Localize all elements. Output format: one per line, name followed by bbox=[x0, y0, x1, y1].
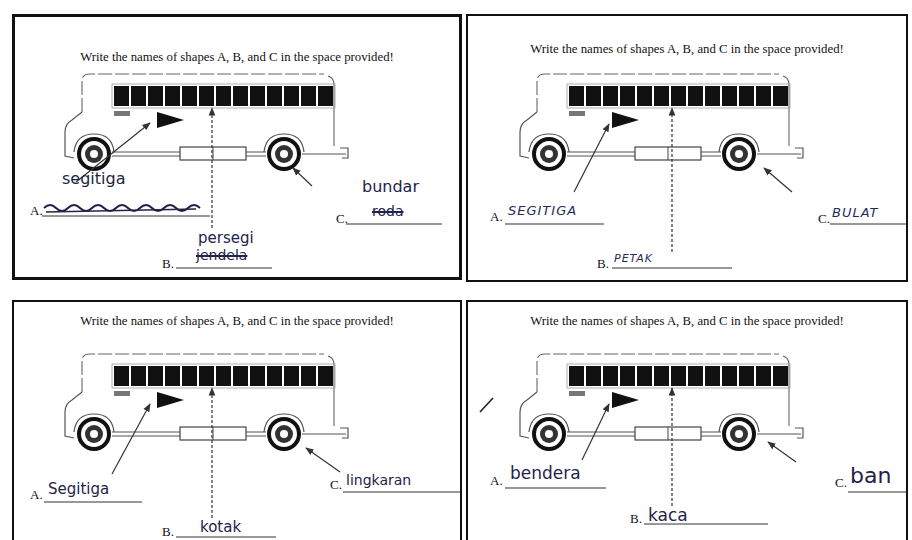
answer-letter: A. bbox=[30, 204, 43, 218]
answer-letter: A. bbox=[490, 474, 503, 488]
handwritten-answer: persegi bbox=[198, 230, 254, 247]
worksheet-panel: Write the names of shapes A, B, and C in… bbox=[12, 300, 462, 540]
crossed-out-answer: roda bbox=[372, 204, 403, 219]
handwritten-answer: SEGITIGA bbox=[508, 204, 577, 218]
crossed-out-answer: jendela bbox=[196, 248, 247, 263]
instruction-heading: Write the names of shapes A, B, and C in… bbox=[468, 314, 906, 328]
handwritten-answer: lingkaran bbox=[346, 473, 411, 488]
handwritten-answer: BULAT bbox=[832, 206, 879, 220]
answer-letter: B. bbox=[162, 257, 174, 271]
answer-letter: C. bbox=[330, 478, 342, 492]
answer-letter: B. bbox=[597, 257, 609, 271]
handwritten-answer: kotak bbox=[200, 519, 241, 536]
instruction-heading: Write the names of shapes A, B, and C in… bbox=[15, 50, 459, 64]
handwritten-answer: bundar bbox=[362, 178, 419, 196]
worksheet-panel: Write the names of shapes A, B, and C in… bbox=[12, 14, 462, 280]
answer-letter: B. bbox=[162, 525, 174, 539]
answer-letter: A. bbox=[30, 488, 43, 502]
handwritten-answer: segitiga bbox=[62, 170, 125, 188]
answer-letter: B. bbox=[630, 512, 642, 526]
instruction-heading: Write the names of shapes A, B, and C in… bbox=[14, 314, 460, 328]
answer-letter: A. bbox=[490, 210, 503, 224]
answer-letter: C. bbox=[818, 212, 830, 226]
handwritten-answer: PETAK bbox=[614, 253, 653, 265]
worksheet-panel: Write the names of shapes A, B, and C in… bbox=[466, 14, 908, 282]
answer-letter: C. bbox=[336, 212, 348, 226]
worksheet-panel: Write the names of shapes A, B, and C in… bbox=[466, 300, 908, 540]
handwritten-answer: kaca bbox=[648, 506, 688, 525]
handwritten-answer: Segitiga bbox=[48, 481, 109, 498]
answer-letter: C. bbox=[835, 476, 847, 490]
handwritten-answer: bendera bbox=[510, 464, 581, 483]
instruction-heading: Write the names of shapes A, B, and C in… bbox=[468, 42, 906, 56]
handwritten-answer: ban bbox=[850, 464, 891, 488]
